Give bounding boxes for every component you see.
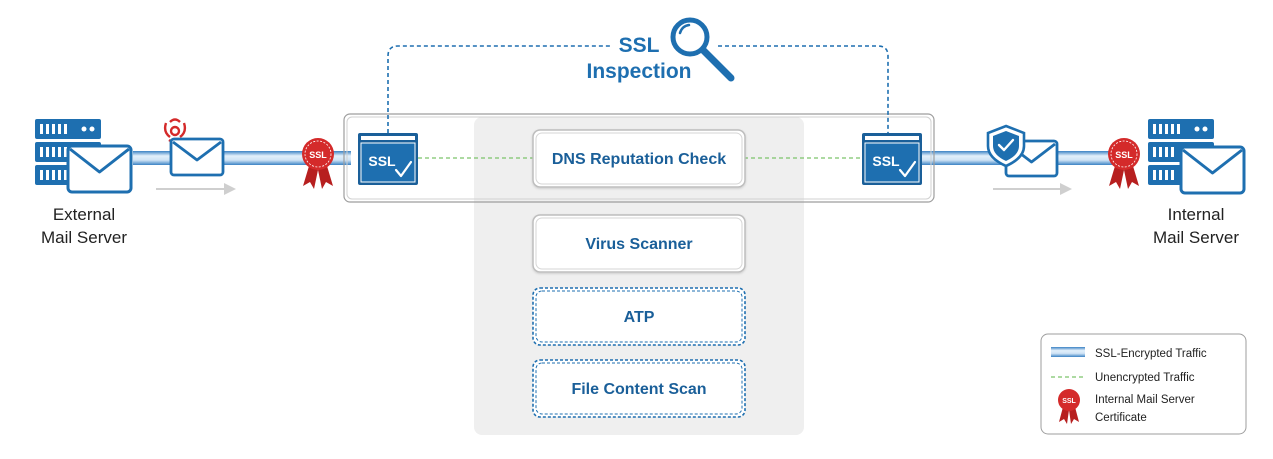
external-server-label-1: External	[53, 205, 115, 224]
inspection-bracket-left	[387, 45, 612, 133]
certificate-ribbon-icon: SSL	[1058, 389, 1080, 424]
magnifier-icon	[670, 17, 735, 82]
security-modules-panel	[474, 117, 804, 435]
certificate-ribbon-text: SSL	[1062, 398, 1076, 405]
ssl-box-text: SSL	[872, 153, 900, 169]
gateway-box	[343, 113, 935, 203]
legend-encrypted-swatch	[1051, 347, 1085, 357]
legend-encrypted-label: SSL-Encrypted Traffic	[1095, 348, 1207, 360]
ssl-certificate-box-right: SSL	[862, 133, 922, 185]
arrow-right-icon	[993, 183, 1072, 195]
module-label: Virus Scanner	[585, 236, 692, 253]
module-atp: ATP	[532, 287, 746, 346]
ssl-certificate-box-left: SSL	[358, 133, 418, 185]
title-line-1: SSL	[619, 34, 660, 57]
shield-icon	[986, 124, 1026, 168]
internal-server-label-2: Mail Server	[1153, 228, 1239, 247]
external-server-label-2: Mail Server	[41, 228, 127, 247]
module-label: File Content Scan	[571, 381, 706, 398]
certificate-ribbon-icon: SSL	[1108, 138, 1140, 189]
module-virus-scanner: Virus Scanner	[532, 214, 746, 273]
module-file-content-scan: File Content Scan	[532, 359, 746, 418]
module-label: ATP	[624, 309, 655, 326]
title-line-2: Inspection	[586, 60, 691, 83]
module-label: DNS Reputation Check	[552, 151, 726, 168]
inspection-bracket-right	[718, 45, 889, 133]
legend-certificate-label-1: Internal Mail Server	[1095, 394, 1195, 406]
infected-mail-icon	[169, 137, 225, 177]
certificate-ribbon-icon: SSL	[302, 138, 334, 189]
certificate-ribbon-text: SSL	[309, 150, 327, 160]
internal-server-label-1: Internal	[1168, 205, 1225, 224]
legend: SSL-Encrypted Traffic Unencrypted Traffi…	[1040, 333, 1247, 435]
internal-server-icon	[1148, 119, 1246, 195]
module-dns-reputation: DNS Reputation Check	[532, 129, 746, 188]
legend-unencrypted-label: Unencrypted Traffic	[1095, 372, 1195, 384]
ssl-box-text: SSL	[368, 153, 396, 169]
arrow-right-icon	[156, 183, 236, 195]
legend-certificate-label-2: Certificate	[1095, 412, 1147, 424]
certificate-ribbon-text: SSL	[1115, 150, 1133, 160]
external-server-icon	[35, 119, 133, 194]
